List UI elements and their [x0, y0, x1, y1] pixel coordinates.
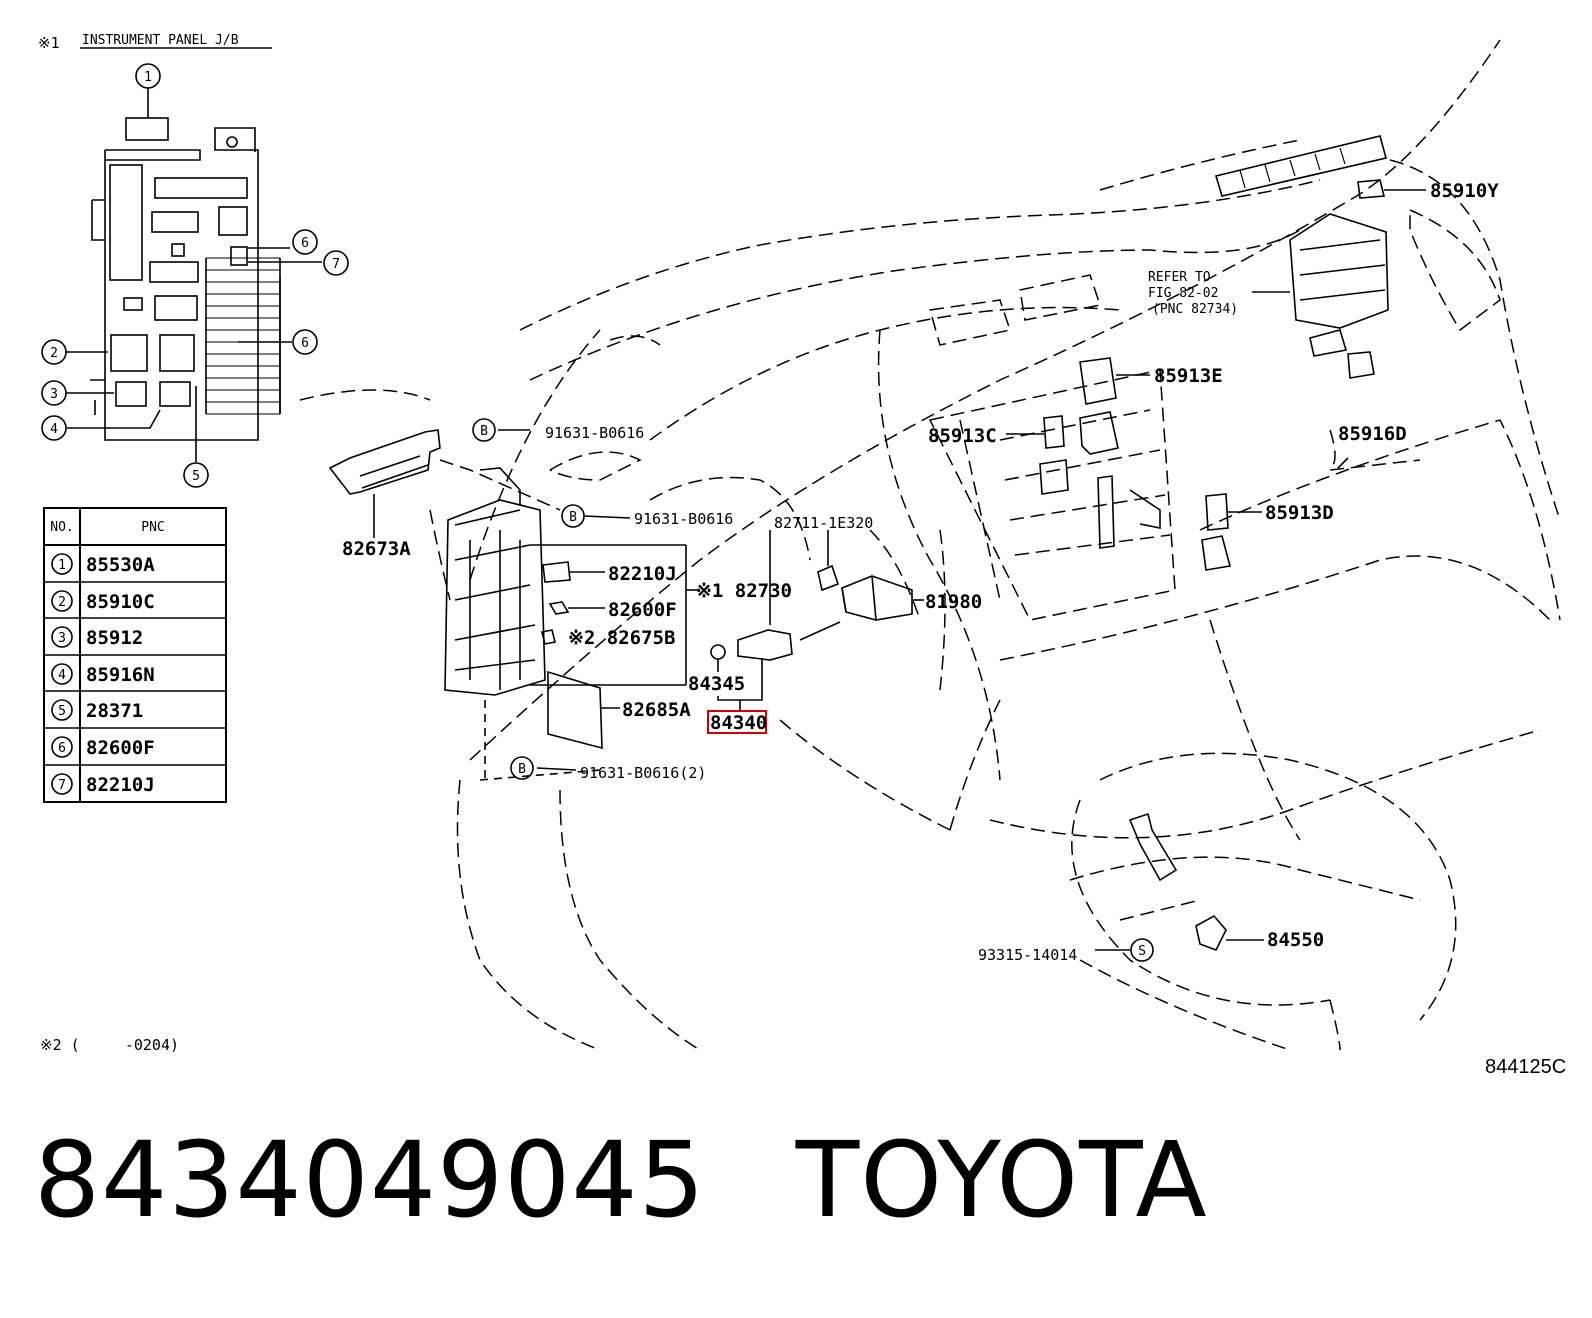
label-91631-b0616-b: 91631-B0616	[634, 510, 733, 528]
label-84340: 84340	[710, 712, 767, 734]
part-number: 8434049045	[34, 1119, 706, 1241]
bracket-82673a	[328, 429, 441, 538]
circle-s: S	[1138, 944, 1146, 959]
small-parts	[530, 135, 1426, 952]
label-refer-3: (PNC 82734)	[1152, 302, 1238, 317]
label-82673a: 82673A	[342, 538, 411, 560]
junction-block-body	[444, 429, 631, 781]
dashboard-outline	[299, 39, 1561, 1051]
label-84345: 84345	[688, 673, 745, 695]
label-84550: 84550	[1267, 929, 1324, 951]
label-91631-b0616-2: 91631-B0616(2)	[580, 764, 706, 782]
label-85913d: 85913D	[1265, 502, 1334, 524]
fastener-markers	[472, 418, 1154, 962]
highlight-box	[707, 710, 767, 734]
label-85910y: 85910Y	[1430, 180, 1499, 202]
callout-4: 4	[50, 422, 58, 437]
pnc-table: 1 85530A 2 85910C 3 85912 4 85916N 5 283…	[58, 554, 155, 796]
label-82600f: 82600F	[608, 599, 677, 621]
table-row-no: 4	[58, 668, 66, 683]
table-header-pnc: PNC	[141, 520, 164, 535]
table-row-no: 7	[58, 778, 66, 793]
callout-5: 5	[192, 469, 200, 484]
table-row-pnc: 82600F	[86, 737, 155, 759]
circle-b-2: B	[569, 510, 577, 525]
table-row-no: 2	[58, 595, 66, 610]
brand-name: TOYOTA	[795, 1119, 1208, 1241]
table-row-pnc: 28371	[86, 700, 143, 722]
figure-code: 844125C	[1485, 1056, 1567, 1078]
callout-7: 7	[332, 257, 340, 272]
table-header-no: NO.	[50, 520, 73, 535]
label-refer-2: FIG 82-02	[1148, 286, 1218, 301]
label-refer-1: REFER TO	[1148, 270, 1211, 285]
callout-2: 2	[50, 346, 58, 361]
table-row-pnc: 85910C	[86, 591, 155, 613]
table-row-no: 6	[58, 741, 66, 756]
callout-3: 3	[50, 387, 58, 402]
label-93315-14014: 93315-14014	[978, 946, 1077, 964]
note-2: ※2 ( -0204)	[40, 1036, 179, 1054]
circle-b-1: B	[480, 424, 488, 439]
callout-6a: 6	[301, 236, 309, 251]
callout-6b: 6	[301, 336, 309, 351]
table-row-pnc: 85530A	[86, 554, 155, 576]
circle-b-3: B	[518, 762, 526, 777]
table-row-no: 5	[58, 704, 66, 719]
callout-1: 1	[144, 70, 152, 85]
label-82711-1e320: 82711-1E320	[774, 514, 873, 532]
table-row-no: 3	[58, 631, 66, 646]
table-row-pnc: 85916N	[86, 664, 155, 686]
table-row-pnc: 85912	[86, 627, 143, 649]
inset-title: INSTRUMENT PANEL J/B	[82, 33, 239, 48]
label-82675b: ※2 82675B	[568, 627, 675, 649]
label-85916d: 85916D	[1338, 423, 1407, 445]
label-82730: ※1 82730	[696, 580, 792, 602]
label-82685a: 82685A	[622, 699, 691, 721]
label-85913e: 85913E	[1154, 365, 1223, 387]
inset-note-mark: ※1	[38, 34, 60, 52]
label-81980: 81980	[925, 591, 982, 613]
label-91631-b0616-a: 91631-B0616	[545, 424, 644, 442]
label-82210j: 82210J	[608, 563, 677, 585]
table-row-pnc: 82210J	[86, 774, 155, 796]
table-row-no: 1	[58, 558, 66, 573]
pnc-table-frame	[43, 507, 227, 803]
junction-block-inset	[41, 47, 349, 488]
label-85913c: 85913C	[928, 425, 997, 447]
